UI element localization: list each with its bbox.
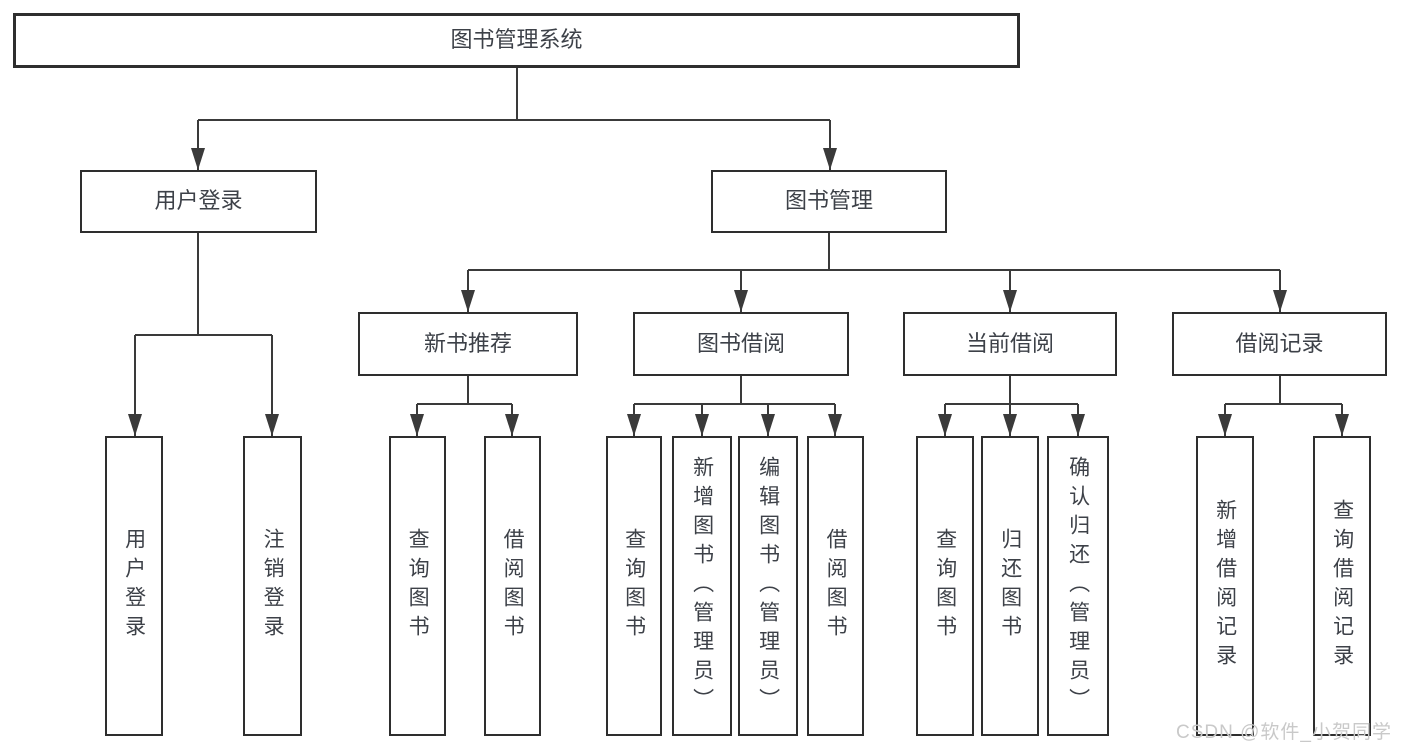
leaf-label: 新增图书（管理员） xyxy=(690,455,714,717)
leaf-label: 借阅图书 xyxy=(824,528,848,644)
node-label: 新书推荐 xyxy=(423,330,512,356)
node-label: 当前借阅 xyxy=(965,330,1054,356)
node-new-book-recommend: 新书推荐 xyxy=(358,312,578,376)
node-label: 图书管理 xyxy=(784,188,873,214)
node-current-borrow: 当前借阅 xyxy=(903,312,1117,376)
leaf-add-books-admin: 新增图书（管理员） xyxy=(672,436,732,736)
node-book-management-branch: 图书管理 xyxy=(711,170,947,233)
leaf-label: 新增借阅记录 xyxy=(1213,499,1237,673)
leaf-query-books-1: 查询图书 xyxy=(389,436,446,736)
leaf-label: 查询图书 xyxy=(406,528,430,644)
leaf-label: 查询借阅记录 xyxy=(1330,499,1354,673)
leaf-query-borrow-record: 查询借阅记录 xyxy=(1313,436,1371,736)
leaf-edit-books-admin: 编辑图书（管理员） xyxy=(738,436,798,736)
leaf-confirm-return-admin: 确认归还（管理员） xyxy=(1047,436,1109,736)
leaf-logout: 注销登录 xyxy=(243,436,302,736)
leaf-label: 确认归还（管理员） xyxy=(1066,455,1090,717)
leaf-label: 注销登录 xyxy=(261,528,285,644)
leaf-query-books-3: 查询图书 xyxy=(916,436,974,736)
node-label: 用户登录 xyxy=(154,188,243,214)
node-system-root: 图书管理系统 xyxy=(13,13,1020,68)
leaf-borrow-books-2: 借阅图书 xyxy=(807,436,864,736)
node-label: 图书借阅 xyxy=(696,330,785,356)
leaf-label: 用户登录 xyxy=(122,528,146,644)
node-label: 借阅记录 xyxy=(1235,330,1324,356)
leaf-label: 编辑图书（管理员） xyxy=(756,455,780,717)
node-book-borrow: 图书借阅 xyxy=(633,312,849,376)
leaf-return-books: 归还图书 xyxy=(981,436,1039,736)
leaf-label: 借阅图书 xyxy=(501,528,525,644)
node-user-login-branch: 用户登录 xyxy=(80,170,317,233)
leaf-add-borrow-record: 新增借阅记录 xyxy=(1196,436,1254,736)
csdn-watermark: CSDN @软件_小贺同学 xyxy=(1176,722,1392,743)
leaf-label: 归还图书 xyxy=(998,528,1022,644)
leaf-label: 查询图书 xyxy=(933,528,957,644)
node-borrow-records: 借阅记录 xyxy=(1172,312,1387,376)
leaf-user-login: 用户登录 xyxy=(105,436,163,736)
leaf-label: 查询图书 xyxy=(622,528,646,644)
leaf-borrow-books-1: 借阅图书 xyxy=(484,436,541,736)
leaf-query-books-2: 查询图书 xyxy=(606,436,662,736)
node-label: 图书管理系统 xyxy=(450,27,583,53)
